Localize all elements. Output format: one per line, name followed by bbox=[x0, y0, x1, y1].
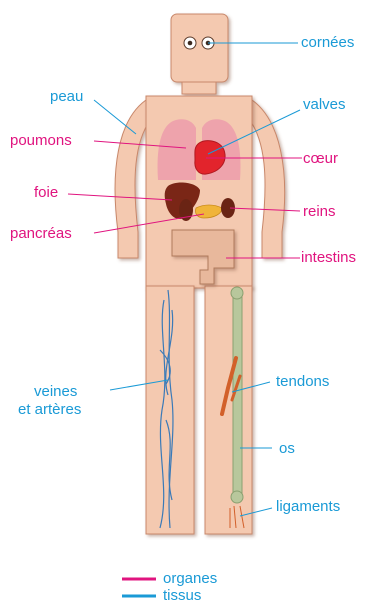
head bbox=[171, 14, 228, 94]
legend-swatches bbox=[122, 579, 156, 596]
right-arm bbox=[248, 100, 285, 258]
label-intestins: intestins bbox=[301, 249, 356, 266]
label-pancreas: pancréas bbox=[10, 225, 72, 242]
label-poumons: poumons bbox=[10, 132, 72, 149]
label-peau: peau bbox=[50, 88, 83, 105]
label-os: os bbox=[279, 440, 295, 457]
label-reins: reins bbox=[303, 203, 336, 220]
label-veines-line1: veines bbox=[34, 383, 77, 400]
label-foie: foie bbox=[34, 184, 58, 201]
label-ligaments: ligaments bbox=[276, 498, 340, 515]
label-valves: valves bbox=[303, 96, 346, 113]
label-veines-line2: et artères bbox=[18, 401, 81, 418]
label-cornees: cornées bbox=[301, 34, 354, 51]
label-tendons: tendons bbox=[276, 373, 329, 390]
legend-organes: organes bbox=[163, 571, 217, 587]
legend-tissus: tissus bbox=[163, 588, 201, 604]
right-leg bbox=[205, 286, 252, 534]
label-coeur: cœur bbox=[303, 150, 338, 167]
